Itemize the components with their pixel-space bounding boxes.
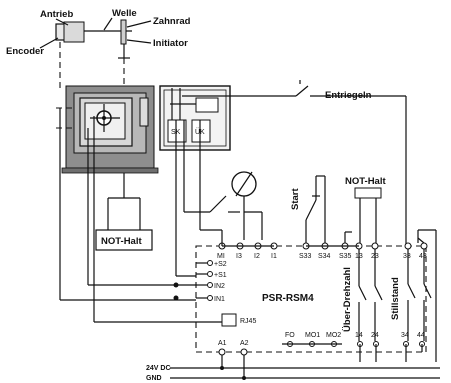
- terminals-left: +S2 +S1 IN2 IN1: [173, 260, 227, 303]
- terminal-mo2: MO2: [326, 332, 341, 339]
- label-entriegeln: Entriegeln: [325, 90, 372, 101]
- label-24v-dc: 24V DC: [146, 365, 171, 372]
- drive-assembly: Antrieb Welle Zahnrad Encoder Initiator: [6, 8, 191, 88]
- terminals-top: MI I3 I2 I1 S33 S34 S35 13 23 33 43: [199, 180, 428, 260]
- terminal-a1: A1: [218, 340, 227, 347]
- terminal-34: 34: [401, 332, 409, 339]
- terminal-43: 43: [419, 253, 427, 260]
- terminal-mi: MI: [217, 253, 225, 260]
- label-stillstand: Stillstand: [390, 277, 401, 320]
- terminal-a2: A2: [240, 340, 249, 347]
- terminal-s34: S34: [318, 253, 331, 260]
- key-selector: [231, 171, 263, 240]
- terminal-i1: I1: [271, 253, 277, 260]
- terminal-s33: S33: [299, 253, 312, 260]
- terminal-44: 44: [417, 332, 425, 339]
- entriegeln-switch: Entriegeln: [182, 80, 407, 246]
- terminal-s2: +S2: [214, 261, 227, 268]
- gear: [120, 19, 127, 45]
- label-initiator: Initiator: [153, 38, 188, 49]
- terminal-s1: +S1: [214, 272, 227, 279]
- terminal-i3: I3: [236, 253, 242, 260]
- start-button: Start: [290, 175, 326, 243]
- door-switch: SK ÜK: [159, 85, 231, 151]
- terminal-mo1: MO1: [305, 332, 320, 339]
- input-wiring: [59, 108, 240, 323]
- feedback-loop: [417, 229, 437, 362]
- not-halt-top: NOT-Halt: [344, 176, 386, 243]
- machine-housing: [56, 85, 159, 174]
- label-ueberdrehzahl: Über-Drehzahl: [342, 267, 353, 332]
- label-encoder: Encoder: [6, 46, 44, 57]
- terminal-i2: I2: [254, 253, 260, 260]
- device-name: PSR-RSM4: [262, 293, 314, 304]
- not-halt-left: NOT-Halt: [95, 173, 153, 251]
- terminal-s35: S35: [339, 253, 352, 260]
- label-welle: Welle: [112, 8, 137, 19]
- label-not-halt-top: NOT-Halt: [345, 176, 386, 187]
- label-start: Start: [290, 188, 301, 210]
- label-zahnrad: Zahnrad: [153, 16, 191, 27]
- rj45-port: [221, 313, 237, 327]
- terminals-bottom: A1 A2 FO MO1 MO2 14 24 34 44: [218, 332, 425, 362]
- terminal-33: 33: [403, 253, 411, 260]
- label-antrieb: Antrieb: [40, 9, 73, 20]
- terminal-in1: IN1: [214, 296, 225, 303]
- solenoid: [195, 97, 219, 113]
- internal-contacts: Über-Drehzahl Stillstand: [342, 249, 432, 341]
- terminal-fo: FO: [285, 332, 295, 339]
- drive-body: [63, 21, 85, 43]
- label-rj45: RJ45: [240, 318, 256, 325]
- label-gnd: GND: [146, 375, 162, 382]
- psr-rsm4-module: PSR-RSM4 MI I3 I2 I1 S33 S34 S35 13 23 3…: [173, 180, 432, 362]
- supply-rails: 24V DC GND: [146, 355, 440, 382]
- terminal-in2: IN2: [214, 283, 225, 290]
- label-not-halt-left: NOT-Halt: [101, 236, 142, 247]
